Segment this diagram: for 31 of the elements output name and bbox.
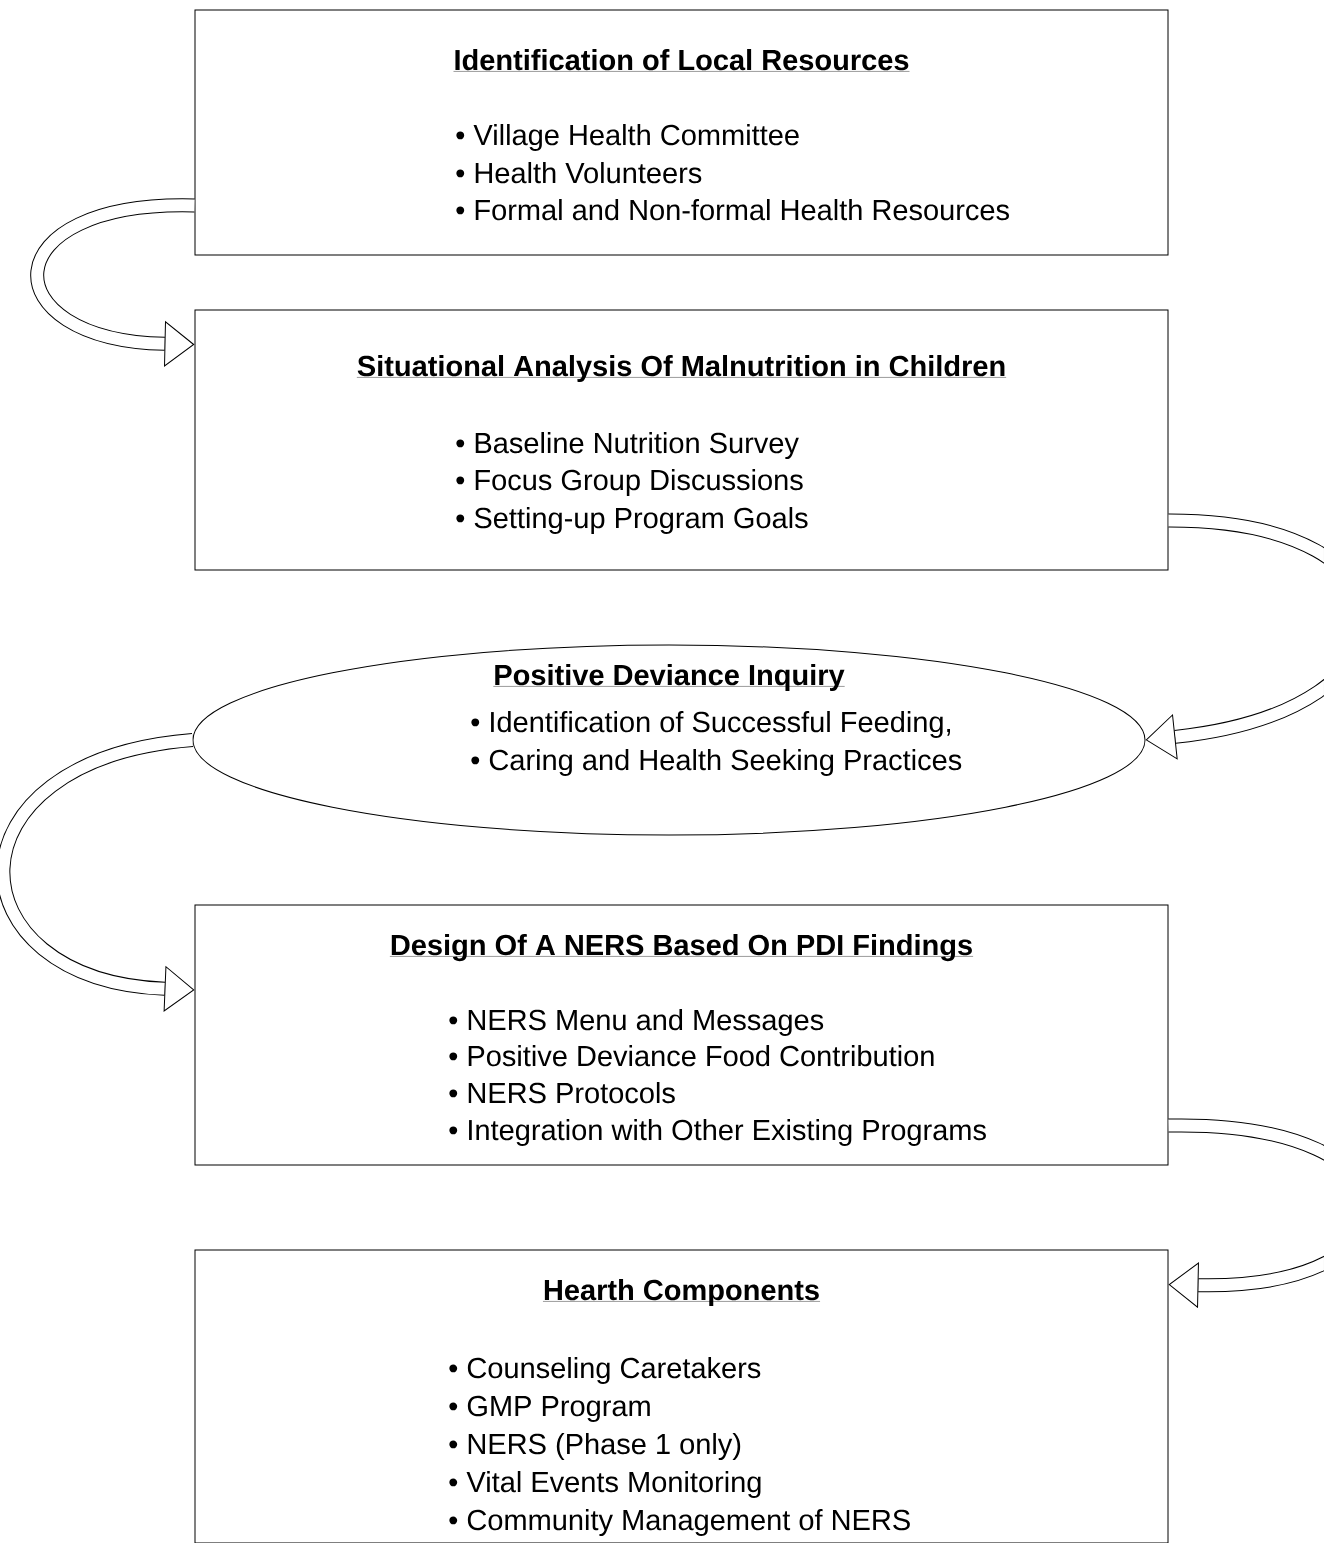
bullet-item: • Setting-up Program Goals [456, 507, 808, 535]
bullet-item: • Focus Group Discussions [456, 469, 803, 497]
bullet-item: • Positive Deviance Food Contribution [449, 1045, 934, 1067]
heading: Situational Analysis Of Malnutrition in Children [356, 355, 1007, 383]
bullet-item: • Health Volunteers [456, 162, 702, 184]
bullet-item: • NERS Protocols [449, 1082, 675, 1104]
heading: Design Of A NERS Based On PDI Findings [389, 934, 974, 962]
curved-arrow [30, 198, 195, 367]
bullet-item: • NERS Menu and Messages [449, 1009, 824, 1037]
bullet-item: • Community Management of NERS [449, 1509, 910, 1537]
bullet-item: • Village Health Committee [456, 124, 799, 152]
bullet-item: • Identification of Successful Feeding, [471, 711, 950, 739]
bullet-item: • Vital Events Monitoring [449, 1471, 761, 1499]
heading: Positive Deviance Inquiry [493, 664, 845, 692]
bullet-item: • GMP Program [449, 1395, 650, 1423]
process-box [194, 904, 1169, 1166]
process-box [194, 309, 1169, 571]
bullet-item: • Baseline Nutrition Survey [456, 432, 799, 460]
curved-arrow [0, 733, 195, 1012]
bullet-item: • Counseling Caretakers [449, 1357, 761, 1385]
curved-arrow [1168, 1118, 1324, 1308]
bullet-item: • Formal and Non-formal Health Resources [456, 199, 1009, 221]
curved-arrow [1145, 513, 1324, 760]
ellipse [192, 644, 1146, 836]
process-box [194, 9, 1169, 256]
bullet-item: • NERS (Phase 1 only) [449, 1433, 741, 1461]
bullet-item: • Caring and Health Seeking Practices [471, 749, 962, 777]
bullet-item: • Integration with Other Existing Programs [449, 1119, 986, 1147]
heading: Identification of Local Resources [453, 49, 910, 72]
heading: Hearth Components [542, 1279, 821, 1307]
process-box [194, 1249, 1169, 1543]
